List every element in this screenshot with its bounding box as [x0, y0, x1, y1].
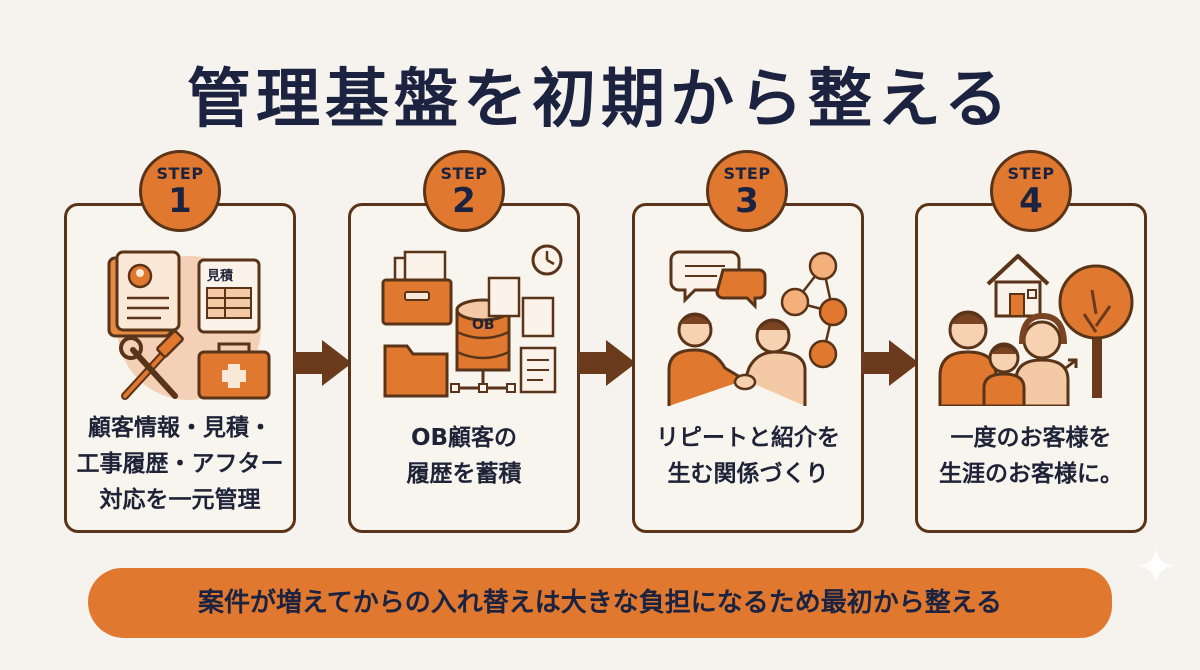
- caption-line: リピートと紹介を: [656, 425, 840, 451]
- caption-line: 生涯のお客様に。: [939, 461, 1123, 487]
- step-4-caption: 一度のお客様を 生涯のお客様に。: [924, 420, 1138, 492]
- step-label: STEP: [156, 164, 204, 183]
- network-icon: [780, 251, 848, 369]
- step-label: STEP: [723, 164, 771, 183]
- tools-icon: [119, 330, 184, 400]
- tree-icon: [1057, 264, 1134, 398]
- sparkle-icon: [1138, 548, 1174, 584]
- caption-line: 対応を一元管理: [99, 487, 261, 513]
- step-1-caption: 顧客情報・見積・ 工事履歴・アフター 対応を一元管理: [73, 410, 287, 518]
- step-badge-1: STEP 1: [139, 150, 221, 232]
- summary-banner: 案件が増えてからの入れ替えは大きな負担になるため最初から整える: [88, 568, 1112, 638]
- step-3-caption: リピートと紹介を 生む関係づくり: [641, 420, 855, 492]
- family-icon: [938, 310, 1070, 406]
- house-icon: [986, 254, 1050, 318]
- step-3-illustration: [667, 250, 848, 406]
- arrow-right-icon: [294, 340, 352, 386]
- step-badge-3: STEP 3: [706, 150, 788, 232]
- arrow-right-icon: [861, 340, 919, 386]
- step-number: 2: [452, 181, 476, 221]
- database-label: OB: [472, 317, 495, 333]
- estimate-label: 見積: [206, 268, 234, 284]
- estimate-document-icon: 見積: [197, 258, 261, 334]
- page-title: 管理基盤を初期から整える: [186, 63, 1014, 137]
- step-number: 3: [735, 181, 759, 221]
- caption-line: OB顧客の: [410, 425, 518, 451]
- step-1-illustration: 見積: [107, 250, 271, 400]
- step-label: STEP: [440, 164, 488, 183]
- handshake-icon: [667, 312, 807, 406]
- step-number: 4: [1019, 181, 1043, 221]
- caption-line: 一度のお客様を: [950, 425, 1112, 451]
- step-card-4: 一度のお客様を 生涯のお客様に。: [915, 203, 1147, 533]
- speech-bubbles-icon: [669, 250, 767, 310]
- document-icon: [487, 276, 521, 318]
- step-label: STEP: [1007, 164, 1055, 183]
- caption-line: 顧客情報・見積・: [88, 415, 272, 441]
- toolbox-icon: [197, 342, 271, 400]
- step-badge-4: STEP 4: [990, 150, 1072, 232]
- step-4-illustration: [938, 254, 1134, 406]
- profile-document-icon: [107, 250, 181, 338]
- step-badge-2: STEP 2: [423, 150, 505, 232]
- folder-icon: [383, 344, 449, 398]
- step-2-caption: OB顧客の 履歴を蓄積: [357, 420, 571, 492]
- caption-line: 履歴を蓄積: [406, 461, 522, 487]
- arrow-right-icon: [578, 340, 636, 386]
- step-card-1: 見積 顧客情報・見積・ 工事履歴・アフター 対応を一元管理: [64, 203, 296, 533]
- document-icon: [521, 296, 555, 338]
- caption-line: 工事履歴・アフター: [76, 451, 284, 477]
- step-card-3: リピートと紹介を 生む関係づくり: [632, 203, 864, 533]
- step-number: 1: [168, 181, 192, 221]
- caption-line: 生む関係づくり: [667, 461, 829, 487]
- step-card-2: OB OB顧客の 履歴を蓄積: [348, 203, 580, 533]
- clock-icon: [531, 244, 563, 276]
- step-2-illustration: OB: [381, 244, 563, 398]
- file-box-icon: [381, 250, 453, 326]
